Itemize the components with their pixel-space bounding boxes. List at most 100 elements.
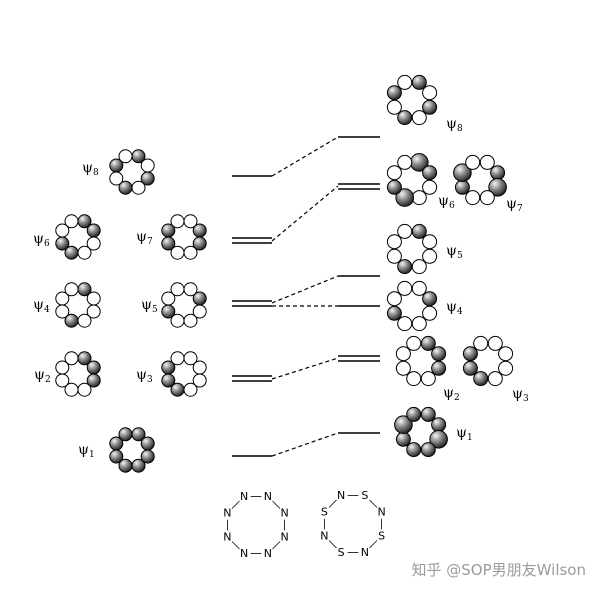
- lobe-empty: [397, 280, 413, 296]
- lobe-shaded: [397, 259, 413, 275]
- lobe-empty: [183, 245, 198, 260]
- lobe-empty: [487, 335, 503, 351]
- ring-atom: S: [361, 489, 368, 502]
- orbital-pictures: [55, 74, 514, 473]
- lobe-empty: [55, 223, 70, 238]
- lobe-shaded: [109, 436, 124, 451]
- lobe-shaded: [109, 158, 124, 173]
- label-r-psi3: ψ3: [512, 386, 529, 404]
- lobe-empty: [397, 316, 413, 332]
- lobe-empty: [498, 346, 514, 362]
- orbital-r-psi7: [453, 154, 507, 206]
- lobe-empty: [386, 291, 402, 307]
- lobe-shaded: [394, 415, 413, 435]
- lobe-empty: [170, 214, 185, 229]
- lobe-empty: [422, 85, 438, 101]
- right-labels: ψ8 ψ6 ψ7 ψ5 ψ4 ψ2 ψ3 ψ1: [438, 116, 529, 443]
- lobe-shaded: [490, 165, 506, 181]
- lobe-empty: [183, 313, 198, 328]
- lobe-empty: [406, 371, 422, 387]
- lobe-empty: [109, 171, 124, 186]
- lobe-empty: [161, 291, 176, 306]
- lobe-empty: [64, 351, 79, 366]
- lobe-shaded: [64, 313, 79, 328]
- lobe-shaded: [131, 458, 146, 473]
- lobe-empty: [479, 154, 495, 170]
- lobe-empty: [170, 282, 185, 297]
- lobe-shaded: [473, 371, 489, 387]
- lobe-empty: [411, 280, 427, 296]
- lobe-shaded: [161, 236, 176, 251]
- orbital-l-psi1: [109, 427, 155, 473]
- lobe-empty: [479, 190, 495, 206]
- lobe-shaded: [420, 406, 436, 422]
- lobe-shaded: [192, 236, 207, 251]
- lobe-empty: [411, 110, 427, 126]
- lobe-shaded: [64, 245, 79, 260]
- corr-psi5: [271, 275, 339, 304]
- lobe-shaded: [411, 74, 427, 90]
- ring-atom: N: [223, 530, 231, 543]
- ring-atom: N: [240, 547, 248, 560]
- lobe-shaded: [118, 180, 133, 195]
- lobe-shaded: [55, 236, 70, 251]
- lobe-empty: [465, 154, 481, 170]
- ring-atom: N: [320, 529, 328, 542]
- lobe-shaded: [170, 382, 185, 397]
- lobe-shaded: [161, 304, 176, 319]
- lobe-empty: [395, 360, 411, 376]
- lobe-empty: [411, 190, 427, 206]
- label-l-psi2: ψ2: [34, 367, 51, 385]
- lobe-shaded: [161, 223, 176, 238]
- lobe-empty: [406, 335, 422, 351]
- orbital-r-psi8: [386, 74, 438, 126]
- lobe-empty: [77, 313, 92, 328]
- lobe-shaded: [192, 223, 207, 238]
- corr-psi8: [271, 136, 339, 177]
- lobe-empty: [411, 316, 427, 332]
- lobe-shaded: [395, 188, 415, 207]
- lobe-empty: [77, 382, 92, 397]
- label-l-psi4: ψ4: [33, 297, 50, 315]
- lobe-shaded: [422, 165, 438, 181]
- orbital-r-psi3: [462, 335, 514, 387]
- lobe-empty: [386, 165, 402, 181]
- label-l-psi1: ψ1: [78, 442, 95, 460]
- watermark: 知乎 @SOP男朋友Wilson: [411, 561, 586, 579]
- lobe-shaded: [140, 171, 155, 186]
- lobe-shaded: [453, 163, 472, 182]
- lobe-empty: [422, 234, 438, 250]
- lobe-empty: [86, 236, 101, 251]
- lobe-empty: [411, 259, 427, 275]
- lobe-empty: [170, 351, 185, 366]
- label-l-psi6: ψ6: [33, 231, 50, 249]
- lobe-empty: [397, 74, 413, 90]
- lobe-shaded: [431, 417, 447, 433]
- lobe-shaded: [109, 449, 124, 464]
- orbital-l-psi6: [55, 214, 101, 260]
- ring-atom: S: [378, 529, 385, 542]
- orbital-l-psi4: [55, 282, 101, 328]
- lobe-empty: [422, 305, 438, 321]
- lobe-empty: [465, 190, 481, 206]
- lobe-empty: [498, 360, 514, 376]
- orbital-l-psi5: [161, 282, 207, 328]
- ring-bond: [272, 541, 281, 550]
- ring-bond: [231, 541, 240, 550]
- lobe-empty: [86, 304, 101, 319]
- lobe-empty: [55, 360, 70, 375]
- label-r-psi6: ψ6: [438, 193, 455, 211]
- label-r-psi7: ψ7: [506, 196, 523, 214]
- ring-bond: [369, 499, 378, 508]
- lobe-shaded: [86, 360, 101, 375]
- ring-bond: [369, 540, 378, 549]
- lobe-shaded: [192, 291, 207, 306]
- ring-bond: [328, 499, 337, 508]
- lobe-empty: [64, 282, 79, 297]
- lobe-shaded: [462, 360, 478, 376]
- label-l-psi8: ψ8: [82, 160, 99, 178]
- lobe-shaded: [118, 458, 133, 473]
